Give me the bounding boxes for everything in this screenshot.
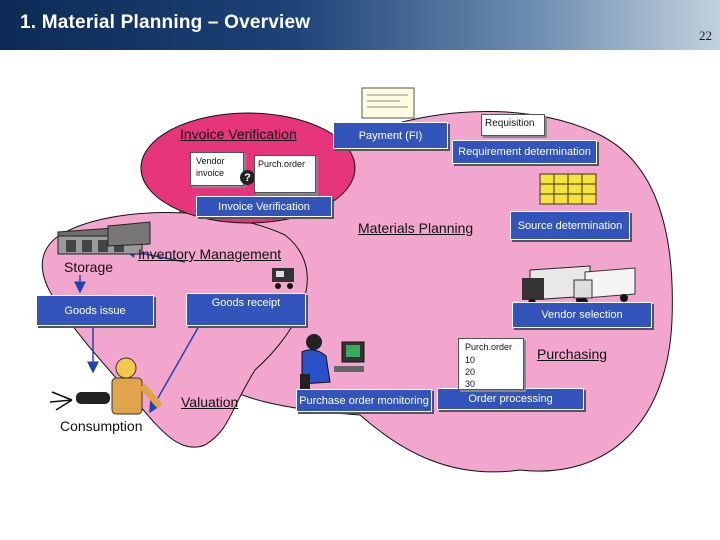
vendor-invoice-line2: invoice [196, 168, 225, 178]
vendor-invoice-line1: Vendor [196, 156, 225, 166]
requisition-label: Requisition [485, 118, 535, 129]
inventory-management-label: Inventory Management [138, 246, 282, 262]
worker-icon [49, 357, 163, 415]
order-processing-box[interactable]: Order processing [437, 388, 584, 410]
invoice-verification-box[interactable]: Invoice Verification [196, 196, 332, 217]
title-bar: 1. Material Planning – Overview [0, 0, 720, 50]
buyer-at-computer-icon [300, 334, 365, 392]
payment-box[interactable]: Payment (FI) [333, 122, 448, 149]
po-line-2: 20 [465, 367, 476, 377]
purchase-order-small-label: Purch.order [258, 159, 306, 169]
vendor-invoice-document: Vendor invoice [190, 152, 244, 186]
purchase-order-small-document: Purch.order [254, 155, 316, 193]
slide-title: 1. Material Planning – Overview [20, 12, 311, 33]
delivery-truck-icon [272, 268, 294, 289]
slide-number: 22 [699, 28, 712, 43]
po-monitoring-box[interactable]: Purchase order monitoring [296, 389, 432, 412]
invoice-verification-blob [140, 112, 356, 224]
invoice-verification-label: Invoice Verification [180, 126, 297, 142]
vendor-selection-box[interactable]: Vendor selection [512, 302, 652, 328]
goods-issue-box[interactable]: Goods issue [36, 295, 154, 326]
question-icon: ? [240, 170, 255, 185]
spreadsheet-icon [539, 173, 597, 205]
vendor-trucks-icon [522, 265, 636, 307]
purchasing-label: Purchasing [537, 346, 608, 362]
purchase-order-label: Purch.order [465, 342, 513, 352]
consumption-label: Consumption [60, 418, 143, 434]
goods-receipt-box[interactable]: Goods receipt [186, 293, 306, 326]
payment-document-icon [361, 87, 415, 119]
source-determination-box[interactable]: Source determination [510, 211, 630, 240]
materials-planning-label: Materials Planning [358, 220, 474, 236]
storage-label: Storage [64, 259, 114, 275]
warehouse-icon [57, 221, 151, 255]
po-line-1: 10 [465, 355, 476, 365]
valuation-label: Valuation [181, 394, 239, 410]
purchase-order-document: Purch.order 10 20 30 [458, 338, 524, 390]
po-line-3: 30 [465, 379, 476, 389]
requirement-determination-box[interactable]: Requirement determination [452, 140, 597, 164]
requisition-document: Requisition [481, 114, 545, 136]
